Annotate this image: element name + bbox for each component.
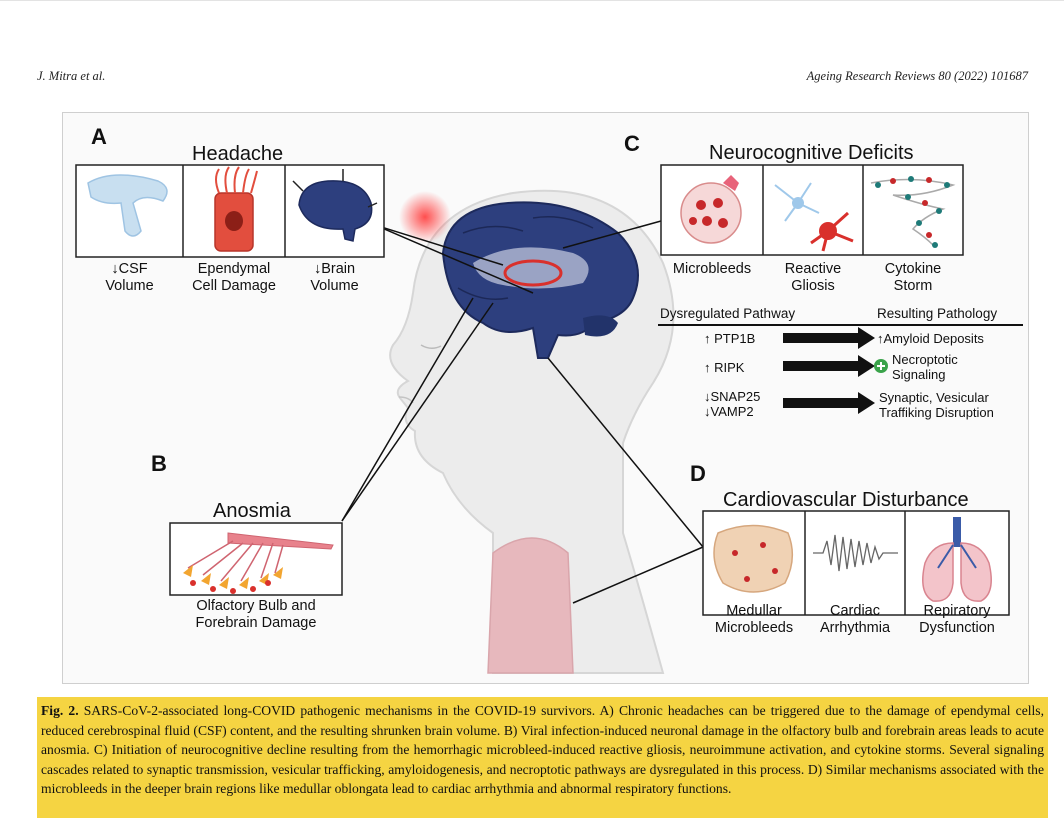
plus-icon-mark bbox=[877, 362, 885, 370]
cytokine-storm-icon bbox=[870, 176, 956, 248]
lungs-icon bbox=[922, 517, 992, 602]
panel-a-label-ependymal: Ependymal Cell Damage bbox=[192, 261, 276, 294]
pathology-row-2: Necroptotic Signaling bbox=[892, 352, 958, 382]
panel-c-title: Neurocognitive Deficits bbox=[709, 142, 914, 164]
pathology-row-3: Synaptic, Vesicular Traffiking Disruptio… bbox=[879, 390, 994, 420]
panel-a-label-csf: ↓CSF Volume bbox=[105, 261, 154, 294]
caption-text: SARS-CoV-2-associated long-COVID pathoge… bbox=[41, 703, 1044, 796]
panel-d-title: Cardiovascular Disturbance bbox=[723, 489, 969, 511]
microbleed-icon bbox=[680, 182, 742, 244]
panel-d-letter: D bbox=[690, 461, 706, 486]
panel-d-label-medullar: Medullar Microbleeds bbox=[714, 603, 794, 636]
panel-d-boxes bbox=[702, 510, 1010, 616]
pathway-row-1: ↑ PTP1B bbox=[704, 331, 756, 346]
running-header-journal: Ageing Research Reviews 80 (2022) 101687 bbox=[806, 69, 1028, 83]
gliosis-icon bbox=[774, 182, 854, 252]
panel-b-box bbox=[169, 522, 343, 596]
panel-c-label-cytokine: Cytokine Storm bbox=[884, 261, 942, 294]
panel-a-letter: A bbox=[91, 124, 107, 149]
figure-caption: Fig. 2. SARS-CoV-2-associated long-COVID… bbox=[37, 697, 1048, 818]
pathway-row-2: ↑ RIPK bbox=[704, 360, 745, 375]
panel-c-boxes bbox=[660, 164, 964, 256]
connector-lines bbox=[341, 220, 704, 604]
panel-b-label: Olfactory Bulb and Forebrain Damage bbox=[195, 598, 317, 631]
csf-ventricle-icon bbox=[87, 174, 168, 237]
panel-b-letter: B bbox=[151, 451, 167, 476]
figure-illustration bbox=[75, 164, 1023, 674]
panel-c-letter: C bbox=[624, 131, 640, 156]
trachea-shape bbox=[487, 537, 574, 674]
panel-d-label-respiratory: Repiratory Dysfunction bbox=[919, 603, 995, 636]
panel-c-label-microbleeds: Microbleeds bbox=[672, 261, 752, 277]
medulla-icon bbox=[713, 524, 794, 593]
headache-glow bbox=[399, 191, 451, 243]
panel-a-boxes bbox=[75, 164, 385, 258]
panel-b-title: Anosmia bbox=[213, 500, 291, 522]
running-header-authors: J. Mitra et al. bbox=[37, 69, 106, 83]
pathology-row-1: ↑Amyloid Deposits bbox=[877, 331, 984, 346]
panel-a-label-brain: ↓Brain Volume bbox=[310, 261, 359, 294]
panel-a-title: Headache bbox=[192, 143, 284, 165]
panel-c-label-gliosis: Reactive Gliosis bbox=[784, 261, 842, 294]
pathway-header: Dysregulated Pathway bbox=[660, 306, 796, 321]
pathway-row-3: ↓SNAP25 ↓VAMP2 bbox=[704, 389, 761, 419]
caption-label: Fig. 2. bbox=[41, 703, 79, 718]
top-rule bbox=[0, 0, 1064, 1]
pathology-header: Resulting Pathology bbox=[877, 306, 998, 321]
ecg-trace-icon bbox=[813, 534, 898, 572]
panel-d-label-cardiac: Cardiac Arrhythmia bbox=[819, 603, 891, 636]
figure-2: A B C D Headache Anosmia Neurocognitive … bbox=[62, 112, 1029, 684]
pathway-arrows bbox=[783, 327, 875, 414]
